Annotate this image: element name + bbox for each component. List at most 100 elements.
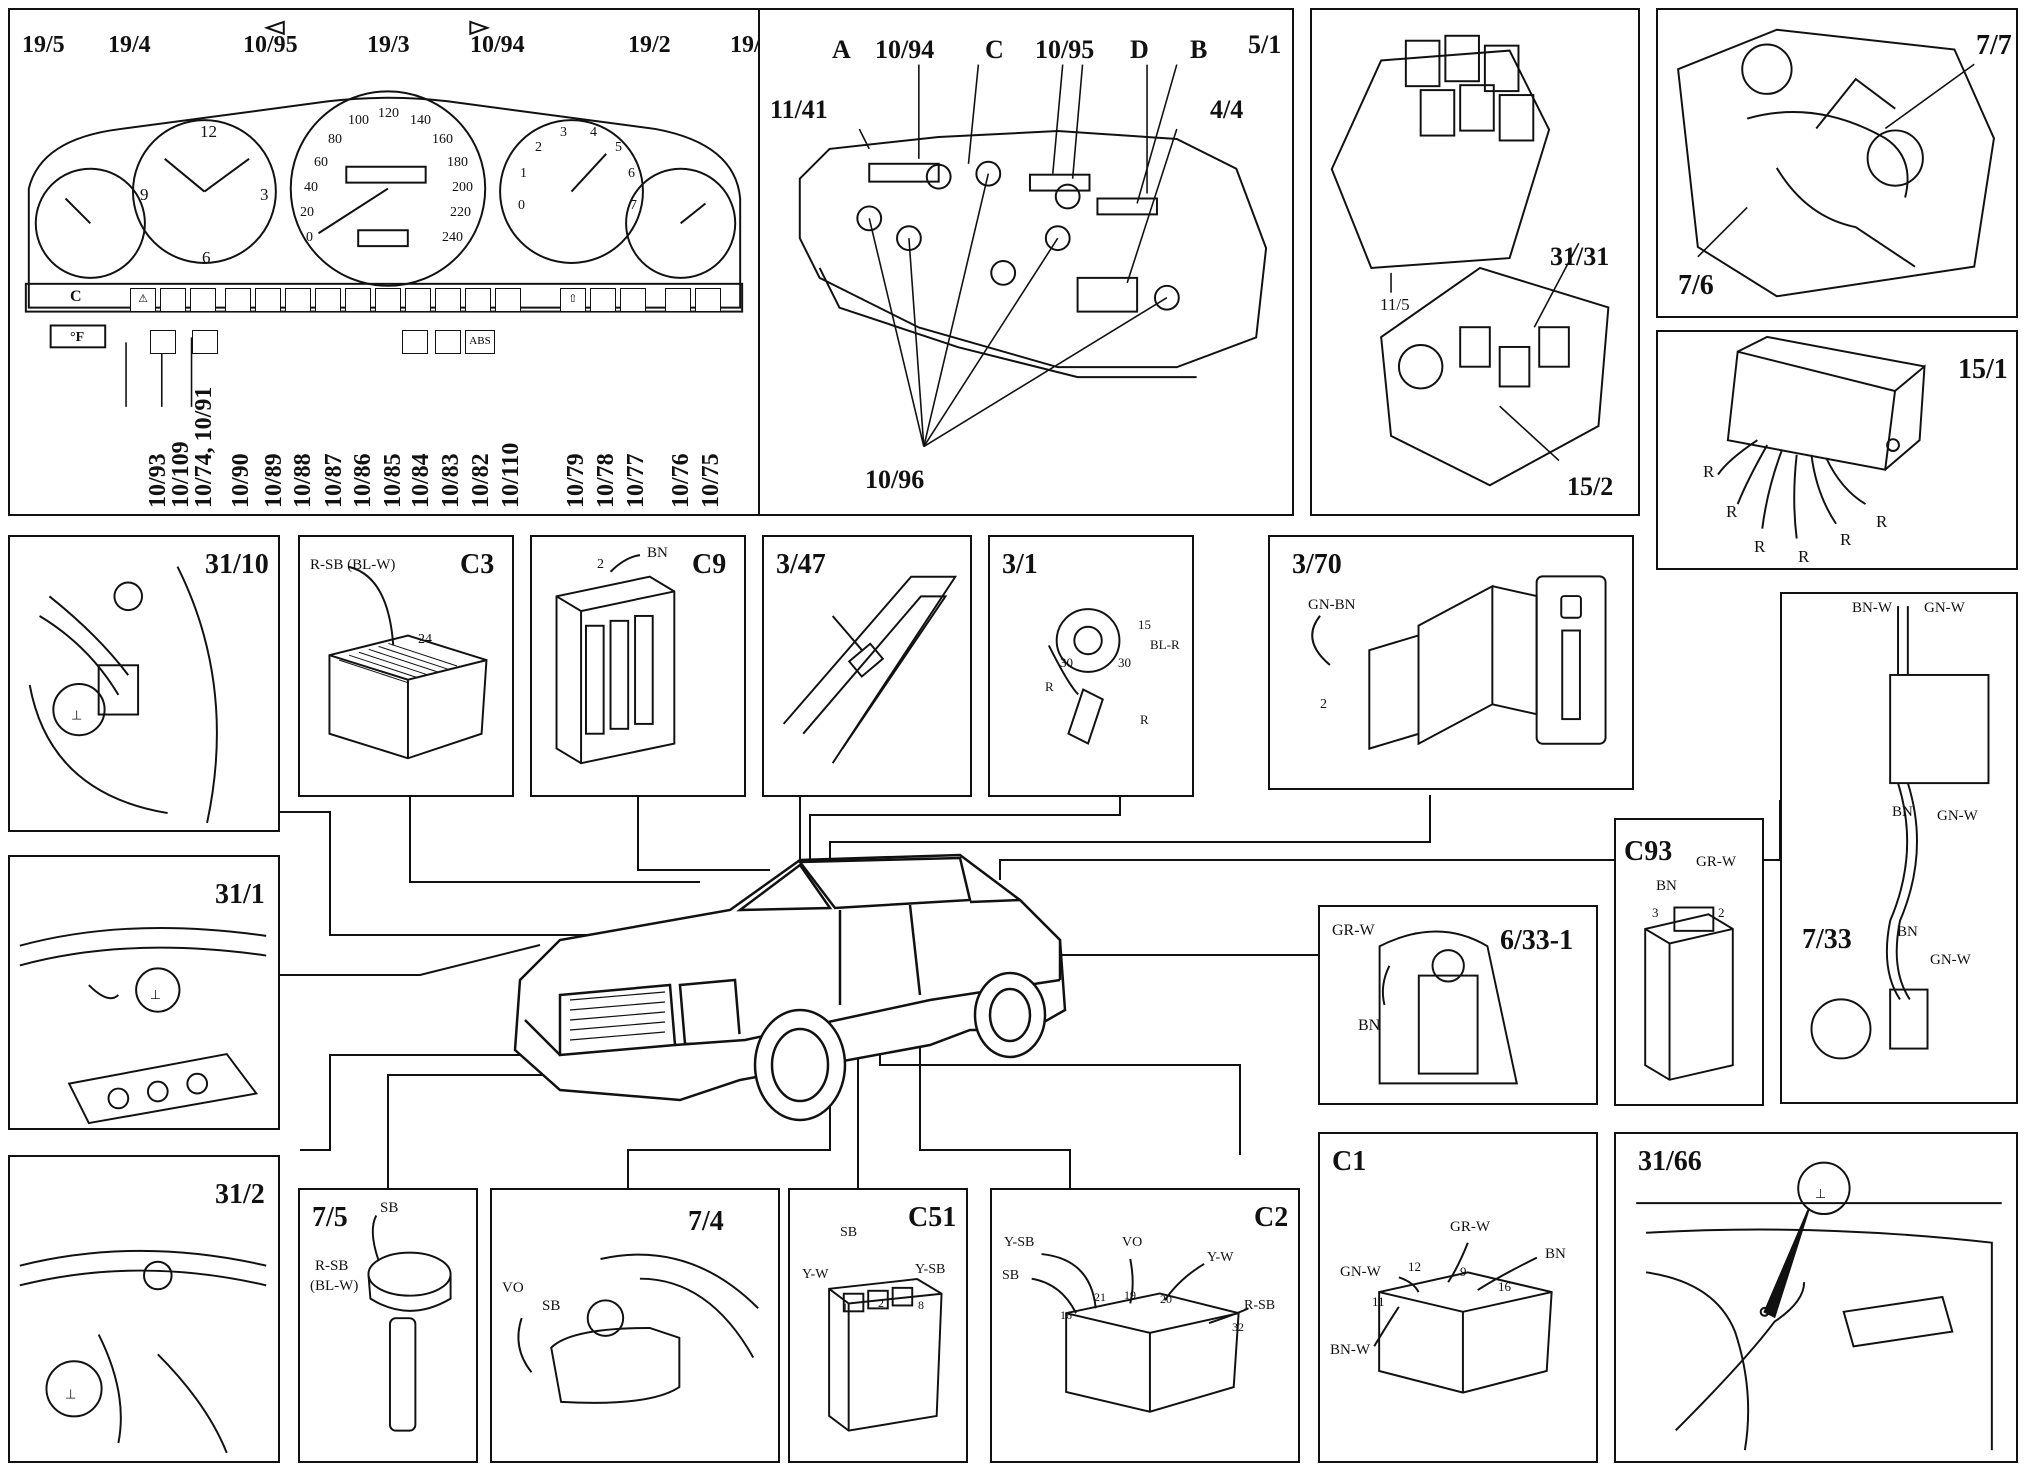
label-10-96: 10/96 [865, 465, 925, 494]
panel-connector-c2: C2 Y-SB VO Y-W SB R-SB 21 19 20 16 32 [990, 1188, 1300, 1463]
ground-31-1-drawing: ⊥ [19, 927, 267, 1125]
title-5-1: 5/1 [1248, 30, 1282, 59]
wire-gr-w-c1: GR-W [1450, 1219, 1490, 1235]
panel-cluster-rear-5-1: 5/1 11/41 A 10/94 C 10/95 D B 4/4 10/96 [758, 8, 1294, 516]
label-4-4: 4/4 [1210, 95, 1244, 124]
lamp-label-10-83: 10/83 [438, 453, 464, 508]
pin-3-c93: 3 [1652, 905, 1659, 920]
parking-brake-icon [435, 288, 461, 312]
wire-gr-w-6-33: GR-W [1332, 922, 1375, 939]
abs-lamp-icon [620, 288, 646, 312]
wire-gr-w-c93: GR-W [1696, 854, 1736, 870]
title-c2: C2 [1254, 1202, 1289, 1233]
svg-text:⊥: ⊥ [65, 1387, 76, 1402]
panel-engine-7-7: 7/7 7/6 [1656, 8, 2018, 318]
pin-32-c2: 32 [1232, 1320, 1244, 1334]
car-illustration [513, 853, 1067, 1122]
panel-switch-3-70: 3/70 GN-BN 2 [1268, 535, 1634, 790]
title-c51: C51 [908, 1202, 957, 1233]
speedo-tick-0: 0 [306, 230, 313, 245]
headlight-icon [375, 288, 401, 312]
label-19-4: 19/4 [108, 32, 151, 58]
title-3-70: 3/70 [1292, 549, 1342, 580]
panel-connector-c1: C1 GR-W GN-W BN BN-W 12 9 16 11 [1318, 1132, 1598, 1463]
wire-sb-c51: SB [840, 1225, 858, 1240]
wire-bn-6-33: BN [1358, 1017, 1381, 1034]
wire-r-sb-7-5: R-SB [315, 1258, 349, 1274]
wire-gn-w-c1: GN-W [1340, 1264, 1381, 1280]
speedo-tick-60: 60 [314, 155, 328, 170]
lamp-label-10-110: 10/110 [498, 442, 524, 508]
title-7-4: 7/4 [688, 1206, 724, 1237]
lamp-icon-a [150, 330, 176, 354]
switch-3-70-drawing [1311, 575, 1607, 750]
cruise-icon [695, 288, 721, 312]
pin-19-c2: 19 [1124, 1288, 1136, 1302]
panel-sensor-7-33: BN-W GN-W BN GN-W BN GN-W 7/33 [1780, 592, 2018, 1104]
panel-ignition-3-1: 3/1 15 BL-R 30 30 R R [988, 535, 1194, 797]
coolant-icon [590, 288, 616, 312]
connector-c2-drawing [1031, 1253, 1249, 1413]
svg-text:⊥: ⊥ [1815, 1186, 1826, 1201]
engine-drawing [1677, 28, 1995, 298]
title-31-1: 31/1 [215, 879, 265, 910]
wire-gn-bn: GN-BN [1308, 597, 1356, 613]
label-15-2: 15/2 [1567, 472, 1614, 501]
pin-2: 2 [597, 557, 604, 572]
title-c1: C1 [1332, 1146, 1367, 1177]
speedo-tick-220: 220 [450, 205, 471, 220]
title-31-66: 31/66 [1638, 1146, 1702, 1177]
wire-r-4: R [1798, 547, 1810, 566]
title-c9: C9 [692, 549, 727, 580]
rear-window-icon [495, 288, 521, 312]
module-drawing [1717, 335, 1926, 539]
label-19-1: 19/1 [730, 32, 758, 58]
lamp-label-10-85: 10/85 [380, 453, 406, 508]
tacho-tick-7: 7 [630, 198, 637, 213]
connector-c93-drawing [1644, 906, 1734, 1081]
speedo-tick-120: 120 [378, 106, 399, 121]
sender-7-5-drawing [367, 1215, 452, 1432]
speedo-tick-140: 140 [410, 113, 431, 128]
label-19-3: 19/3 [367, 32, 410, 58]
svg-text:⊥: ⊥ [71, 707, 82, 722]
title-3-1: 3/1 [1002, 549, 1038, 580]
label-10-94: 10/94 [875, 35, 935, 64]
engine-icon [465, 288, 491, 312]
clock-tick-9: 9 [140, 185, 149, 204]
heater-icon [665, 288, 691, 312]
pin-15: 15 [1138, 617, 1151, 632]
title-c3: C3 [460, 549, 495, 580]
speedo-tick-80: 80 [328, 132, 342, 147]
wire-r-right: R [1140, 712, 1149, 727]
label-b: B [1190, 35, 1208, 64]
pin-2-3-70: 2 [1320, 697, 1327, 712]
bulb-icon [285, 288, 311, 312]
pin-12-c1: 12 [1408, 1259, 1421, 1274]
wire-bn-mid: BN [1892, 804, 1913, 820]
wire-sb-7-5: SB [380, 1200, 399, 1216]
wire-gn-w-mid: GN-W [1937, 808, 1978, 824]
wire-y-w-c51: Y-W [802, 1267, 829, 1282]
wire-r-3: R [1754, 537, 1766, 556]
wire-bn-w-c1: BN-W [1330, 1342, 1370, 1358]
label-c: C [985, 35, 1004, 64]
title-c93: C93 [1624, 836, 1673, 867]
cluster-c-label: C [70, 288, 82, 305]
title-6-33-1: 6/33-1 [1500, 925, 1574, 956]
speedo-tick-240: 240 [442, 230, 463, 245]
lamp-label-10-82: 10/82 [468, 453, 494, 508]
label-19-2: 19/2 [628, 32, 671, 58]
wire-bl-r: BL-R [1150, 637, 1180, 652]
pin-20-c2: 20 [1160, 1292, 1172, 1306]
lamp-label-10-77: 10/77 [623, 453, 649, 508]
lamp-label-10-89: 10/89 [261, 453, 287, 508]
panel-3-47: 3/47 [762, 535, 972, 797]
title-31-2: 31/2 [215, 1179, 265, 1210]
speedo-tick-180: 180 [447, 155, 468, 170]
label-d: D [1130, 35, 1149, 64]
panel-sender-7-5: 7/5 SB R-SB (BL-W) [298, 1188, 478, 1463]
panel-connector-c9: C9 BN 2 [530, 535, 746, 797]
wire-r-sb-c2: R-SB [1244, 1298, 1276, 1313]
battery-icon [225, 288, 251, 312]
